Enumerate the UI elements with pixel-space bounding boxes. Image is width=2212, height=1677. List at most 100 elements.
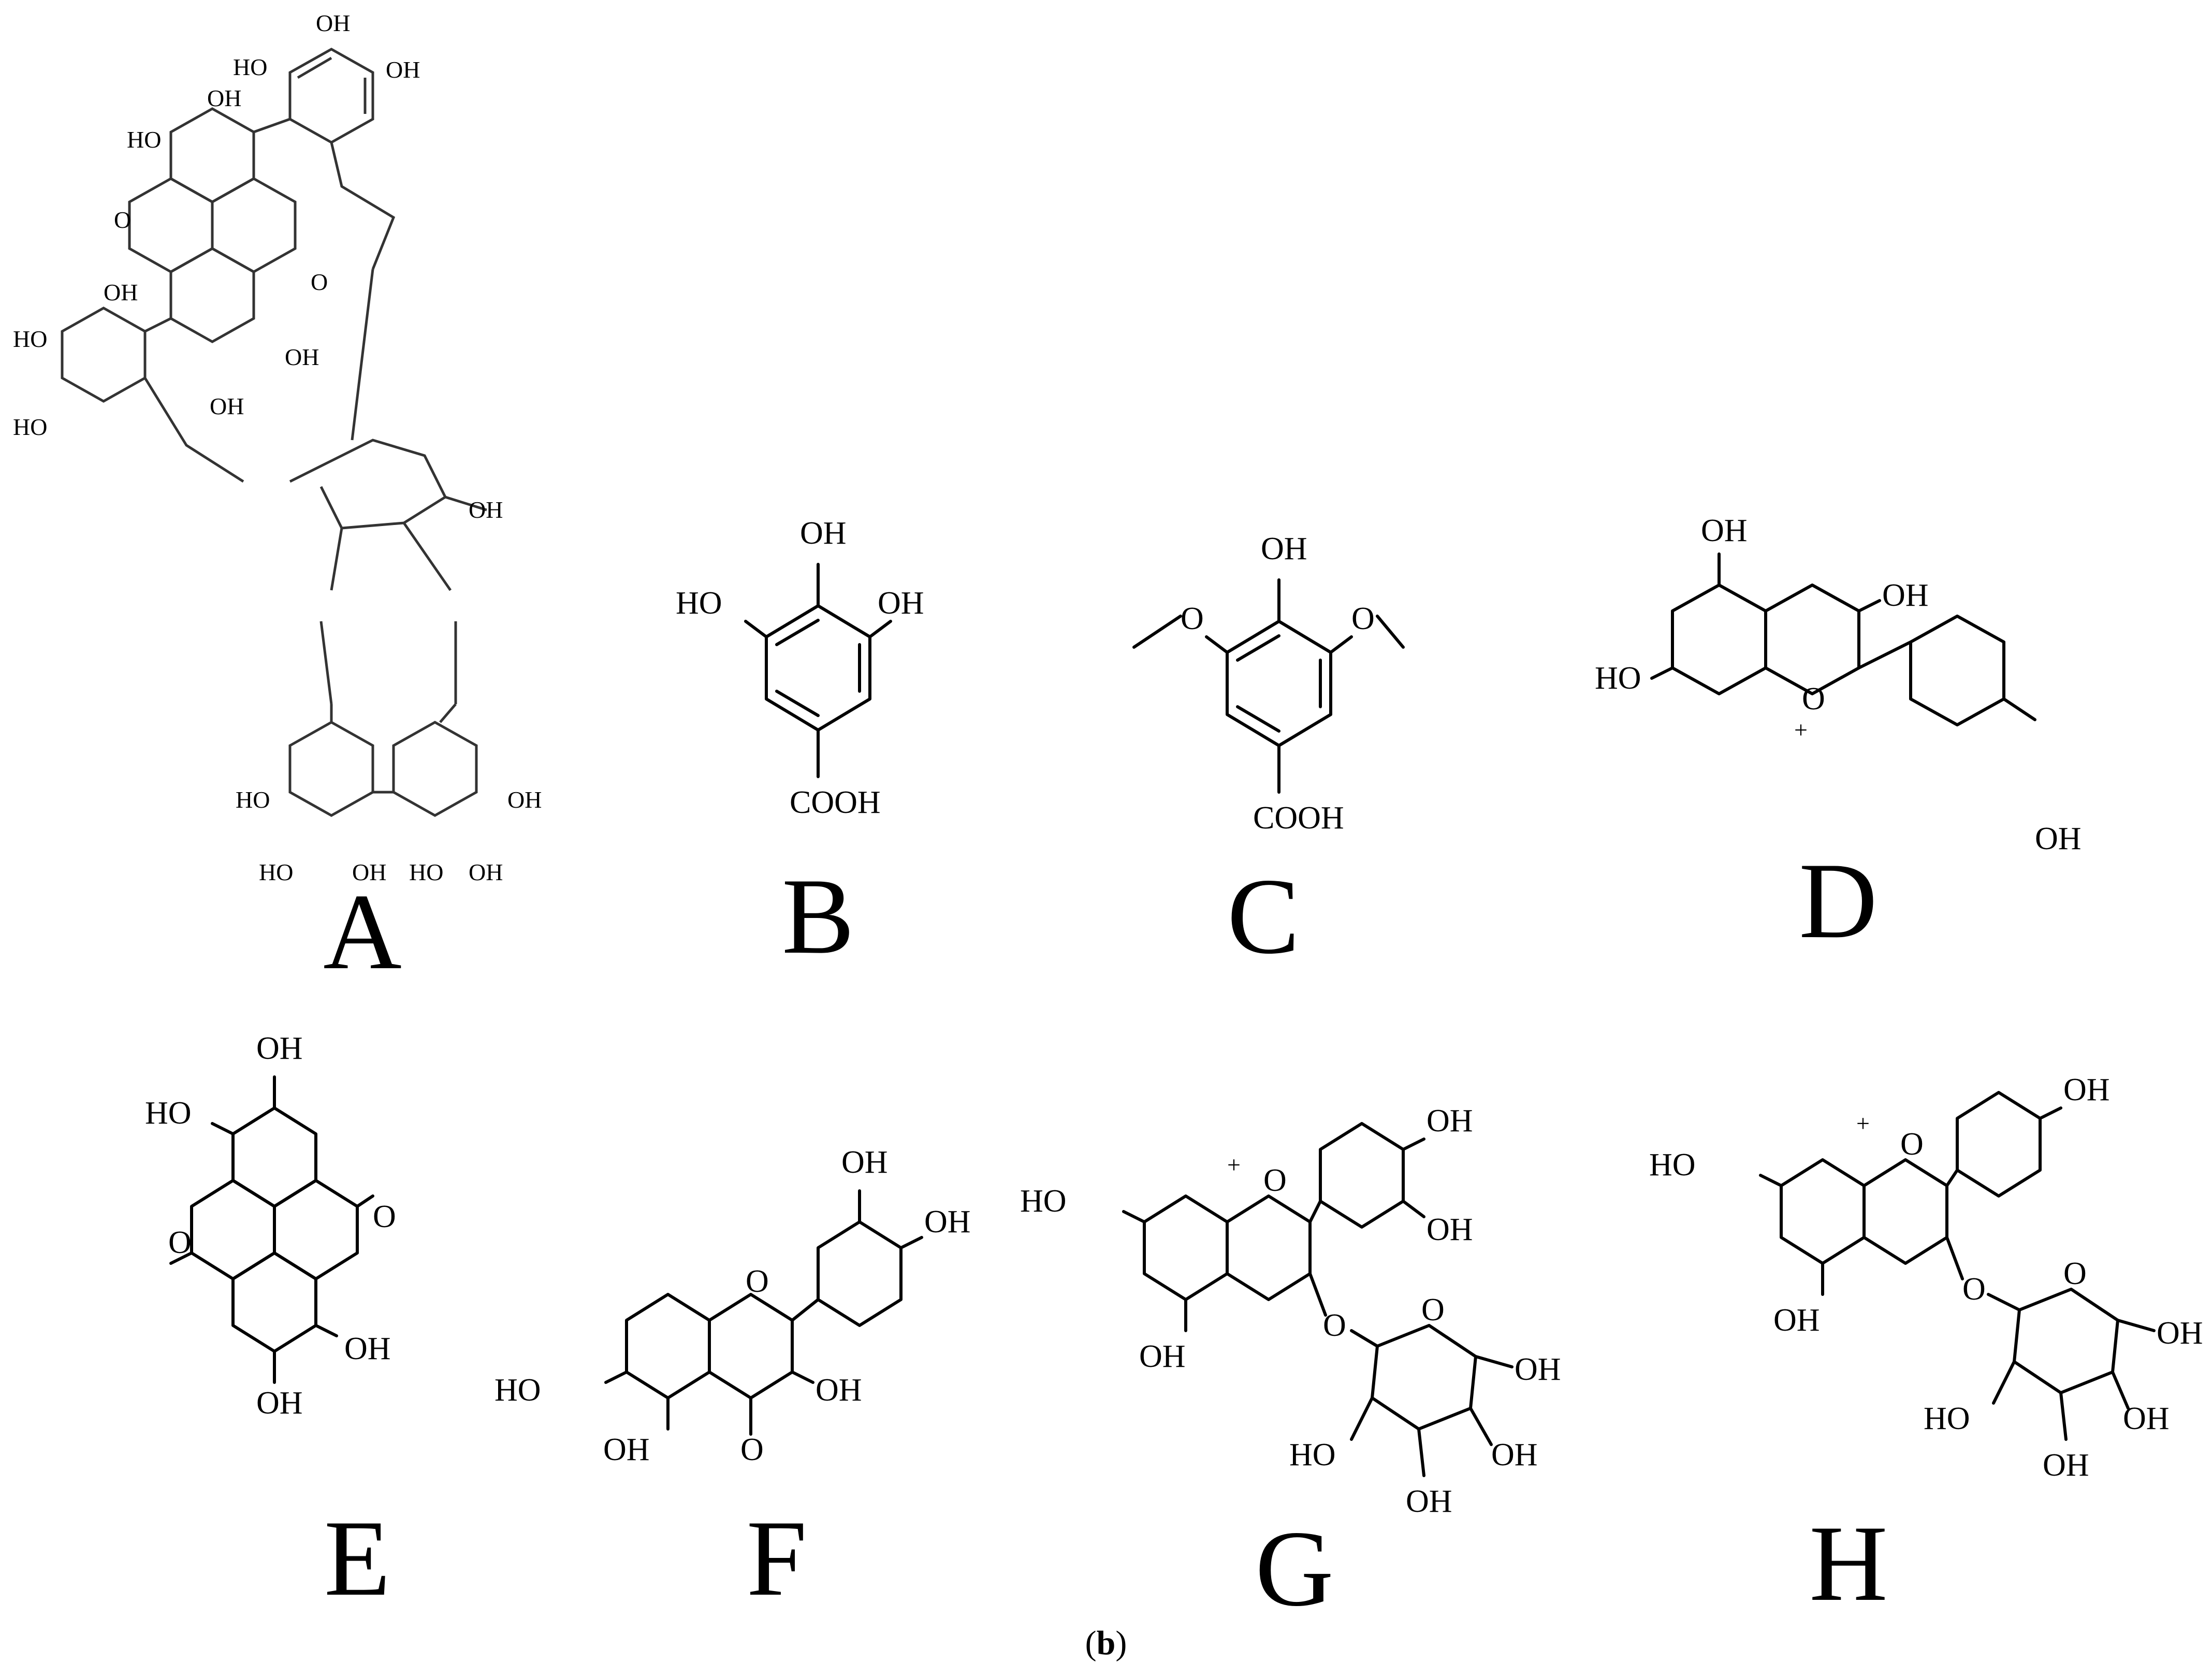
structure-a-label: OH bbox=[207, 85, 241, 111]
structure-f-label: HO bbox=[494, 1373, 541, 1408]
structure-h-ring-b bbox=[1956, 1091, 2042, 1198]
structure-a-label: OH bbox=[210, 393, 244, 419]
structure-a-label: HO bbox=[13, 326, 47, 352]
structure-h-label: OH bbox=[2157, 1316, 2203, 1351]
structure-d-ring-a bbox=[1671, 584, 1767, 695]
structure-e-label: OH bbox=[344, 1331, 391, 1366]
structure-e-ring-2 bbox=[273, 1179, 359, 1280]
panel-label-e: E bbox=[324, 1498, 390, 1618]
structure-h-label: HO bbox=[1924, 1401, 1970, 1436]
structure-g-label: + bbox=[1227, 1151, 1241, 1178]
structure-a-label: OH bbox=[386, 56, 420, 83]
structure-a-sugar bbox=[289, 439, 447, 530]
structure-a-label: OH bbox=[316, 10, 350, 36]
structure-e-label: HO bbox=[145, 1096, 192, 1131]
structure-h-label: OH bbox=[1773, 1303, 1820, 1338]
structure-h-sugar bbox=[2013, 1288, 2119, 1394]
panel-label-f: F bbox=[747, 1498, 807, 1618]
structure-a-ring-7 bbox=[288, 721, 374, 817]
structure-d-label: OH bbox=[2035, 821, 2082, 856]
structure-a-ring-6 bbox=[61, 307, 147, 403]
structure-g-label: O bbox=[1323, 1308, 1346, 1343]
panel-label-g: G bbox=[1255, 1509, 1334, 1629]
caption-letter: b bbox=[1097, 1624, 1116, 1662]
structure-d-label: OH bbox=[1882, 578, 1929, 613]
structure-c-label: O bbox=[1351, 601, 1375, 636]
structure-f-label: OH bbox=[924, 1204, 971, 1239]
structure-a-label: OH bbox=[507, 786, 542, 813]
panel-label-d: D bbox=[1799, 841, 1878, 961]
structure-a-label: HO bbox=[127, 126, 161, 153]
structure-g-label: OH bbox=[1515, 1352, 1561, 1387]
structure-h-label: OH bbox=[2063, 1072, 2110, 1107]
structure-h-ring-c bbox=[1862, 1158, 1948, 1265]
structure-a-label: HO bbox=[259, 859, 293, 885]
structure-d-ring-c bbox=[1764, 584, 1860, 695]
structure-a-label: OH bbox=[469, 859, 503, 885]
structure-a-label: HO bbox=[13, 414, 47, 440]
structure-h-ring-a bbox=[1780, 1158, 1866, 1265]
panel-label-h: H bbox=[1809, 1504, 1888, 1624]
structure-g: O + OH OH HO O O OH OH HO OH OH G bbox=[1020, 1103, 1561, 1629]
structure-g-label: OH bbox=[1406, 1484, 1452, 1519]
structure-h-label: OH bbox=[2123, 1401, 2170, 1436]
structure-e-label: O bbox=[373, 1199, 396, 1234]
structure-g-ring-b bbox=[1319, 1122, 1405, 1229]
structure-g-ring-c bbox=[1226, 1194, 1312, 1301]
structure-f-ring-c bbox=[708, 1293, 794, 1399]
structure-c-ring bbox=[1226, 620, 1332, 747]
structure-d-label: O bbox=[1802, 681, 1825, 717]
structure-g-label: OH bbox=[1427, 1103, 1473, 1139]
structure-a-label: OH bbox=[352, 859, 386, 885]
structure-h-label: + bbox=[1856, 1110, 1870, 1136]
structure-e-ring-1 bbox=[231, 1106, 317, 1208]
structure-h-label: O bbox=[1900, 1127, 1924, 1162]
structure-c-label: OH bbox=[1261, 531, 1307, 566]
structure-a-label: OH bbox=[104, 279, 138, 305]
structure-g-label: HO bbox=[1020, 1184, 1067, 1219]
structure-h-label: O bbox=[2063, 1256, 2087, 1291]
structure-e-label: O bbox=[168, 1225, 192, 1260]
structure-a-label: HO bbox=[236, 786, 270, 813]
structure-e-label: OH bbox=[256, 1031, 303, 1066]
structure-f-label: OH bbox=[603, 1432, 650, 1467]
structure-f-ring-a bbox=[625, 1293, 711, 1399]
structure-a-label: O bbox=[311, 269, 328, 295]
structure-h-label: HO bbox=[1649, 1147, 1696, 1183]
structure-g-label: O bbox=[1421, 1292, 1445, 1328]
structure-b-label: OH bbox=[800, 516, 847, 551]
structure-b-label: COOH bbox=[790, 785, 881, 820]
structure-e-label: OH bbox=[256, 1386, 303, 1421]
structure-a-label: OH bbox=[469, 497, 503, 523]
structure-a: OH HO OH OH HO O O OH HO HO OH OH OH HO … bbox=[13, 10, 542, 992]
structure-e-ring-3 bbox=[190, 1179, 276, 1280]
structure-a-ring-3 bbox=[211, 177, 297, 273]
structure-c-label: COOH bbox=[1253, 800, 1344, 836]
structure-h: O + OH HO O O OH OH HO OH OH H bbox=[1649, 1072, 2203, 1624]
structure-c: OH O O COOH C bbox=[1132, 531, 1405, 976]
structure-a-ring-4 bbox=[169, 247, 255, 343]
structure-f-label: OH bbox=[841, 1145, 888, 1180]
structure-a-ring-5 bbox=[128, 177, 214, 273]
figure-caption: (b) bbox=[1085, 1624, 1127, 1662]
structure-e: OH HO O O OH OH E bbox=[145, 1031, 396, 1618]
structure-h-label: O bbox=[1962, 1272, 1986, 1307]
structure-a-label: HO bbox=[409, 859, 443, 885]
caption-open-paren: ( bbox=[1085, 1624, 1097, 1662]
structure-g-label: OH bbox=[1139, 1339, 1186, 1374]
structure-d-label: OH bbox=[1701, 513, 1748, 548]
structure-c-label: O bbox=[1181, 601, 1204, 636]
structure-a-label: HO bbox=[233, 54, 267, 80]
structure-a-ring-2 bbox=[169, 107, 255, 203]
structure-d: OH OH HO O + OH D bbox=[1595, 513, 2082, 961]
structure-d-label: HO bbox=[1595, 661, 1641, 696]
structure-h-label: OH bbox=[2043, 1448, 2089, 1483]
structure-f-label: O bbox=[740, 1432, 764, 1467]
structure-f-ring-b bbox=[817, 1220, 903, 1327]
structure-f-label: OH bbox=[816, 1373, 862, 1408]
structure-b-label: HO bbox=[676, 586, 722, 621]
panel-label-b: B bbox=[782, 856, 854, 976]
structure-b: OH HO OH COOH B bbox=[676, 516, 924, 976]
